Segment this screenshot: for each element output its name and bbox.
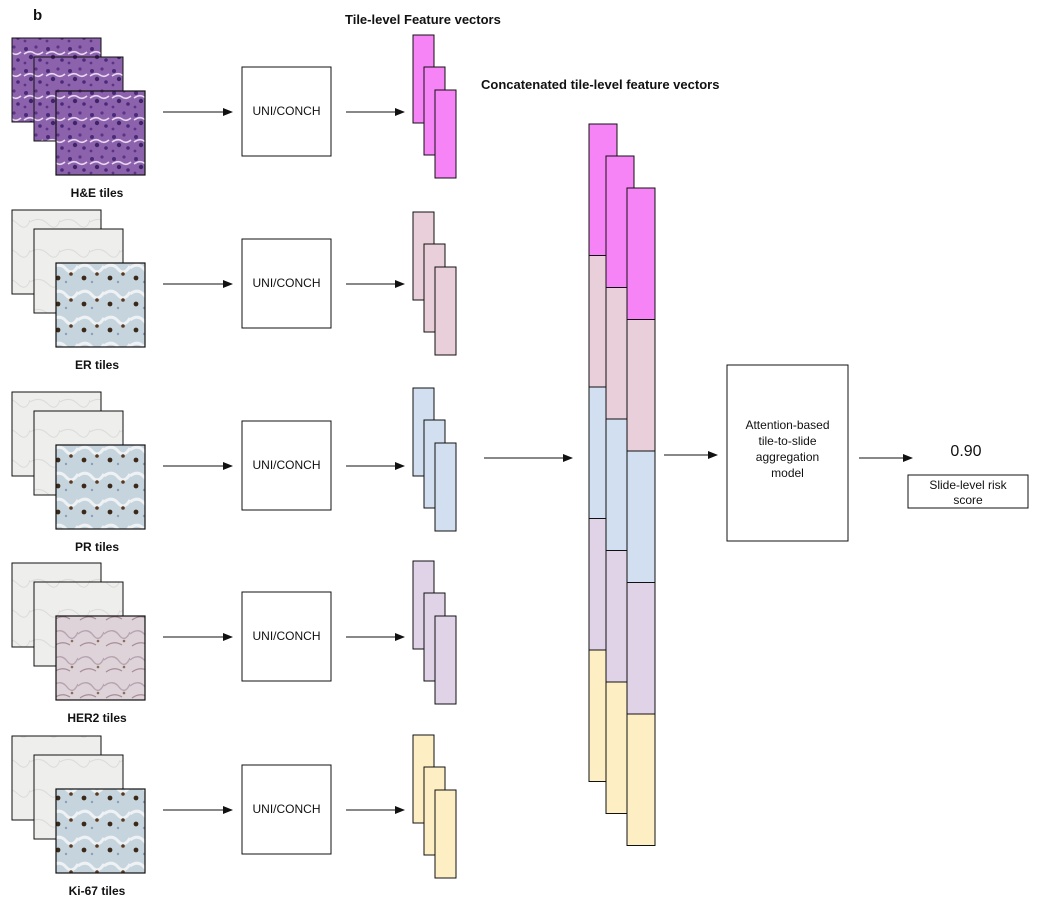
aggregation-line-3: aggregation [756, 450, 819, 464]
pipeline-row: ER tiles UNI/CONCH [11, 209, 457, 372]
tile-label: ER tiles [75, 358, 119, 372]
tile-image-front [55, 615, 146, 701]
aggregation-model-box [726, 364, 849, 542]
tile-label: H&E tiles [71, 186, 124, 200]
encoder-label: UNI/CONCH [253, 629, 321, 643]
encoder-box [241, 764, 332, 855]
feature-vector [434, 615, 457, 705]
concatenated-segment [626, 582, 656, 715]
feature-vector [434, 266, 457, 356]
concatenated-segment [626, 713, 656, 846]
tile-label: PR tiles [75, 540, 119, 554]
feature-vector [434, 89, 457, 179]
aggregation-line-2: tile-to-slide [758, 434, 816, 448]
aggregation-line-1: Attention-based [745, 418, 829, 432]
pipeline-row: H&E tiles UNI/CONCH [11, 34, 457, 200]
pipeline-row: HER2 tiles UNI/CONCH [11, 560, 457, 725]
encoder-box [241, 420, 332, 511]
feature-vector [434, 442, 457, 532]
tile-image-front [55, 444, 146, 530]
risk-score-box [907, 474, 1029, 509]
risk-score-label-line-1: Slide-level risk [929, 478, 1007, 492]
tile-image-front [55, 788, 146, 874]
concatenated-segment [626, 319, 656, 452]
concatenated-header: Concatenated tile-level feature vectors [481, 77, 719, 92]
feature-vector [434, 789, 457, 879]
concatenated-segment [626, 187, 656, 320]
risk-score-value: 0.90 [950, 443, 981, 460]
encoder-label: UNI/CONCH [253, 276, 321, 290]
panel-label: b [33, 7, 42, 24]
tile-image-front [55, 262, 146, 348]
tile-image-front [55, 90, 146, 176]
tile-label: HER2 tiles [67, 711, 127, 725]
encoder-label: UNI/CONCH [253, 458, 321, 472]
encoder-box [241, 66, 332, 157]
encoder-box [241, 238, 332, 329]
pipeline-row: PR tiles UNI/CONCH [11, 387, 457, 554]
encoder-box [241, 591, 332, 682]
encoder-label: UNI/CONCH [253, 104, 321, 118]
concatenated-segment [626, 450, 656, 583]
tile-label: Ki-67 tiles [69, 884, 126, 898]
encoder-label: UNI/CONCH [253, 802, 321, 816]
tile-features-header: Tile-level Feature vectors [345, 12, 501, 27]
pipeline-row: Ki-67 tiles UNI/CONCH [11, 734, 457, 898]
risk-score-label-line-2: score [953, 493, 983, 507]
aggregation-line-4: model [771, 466, 804, 480]
concatenated-feature-stack [588, 123, 656, 846]
